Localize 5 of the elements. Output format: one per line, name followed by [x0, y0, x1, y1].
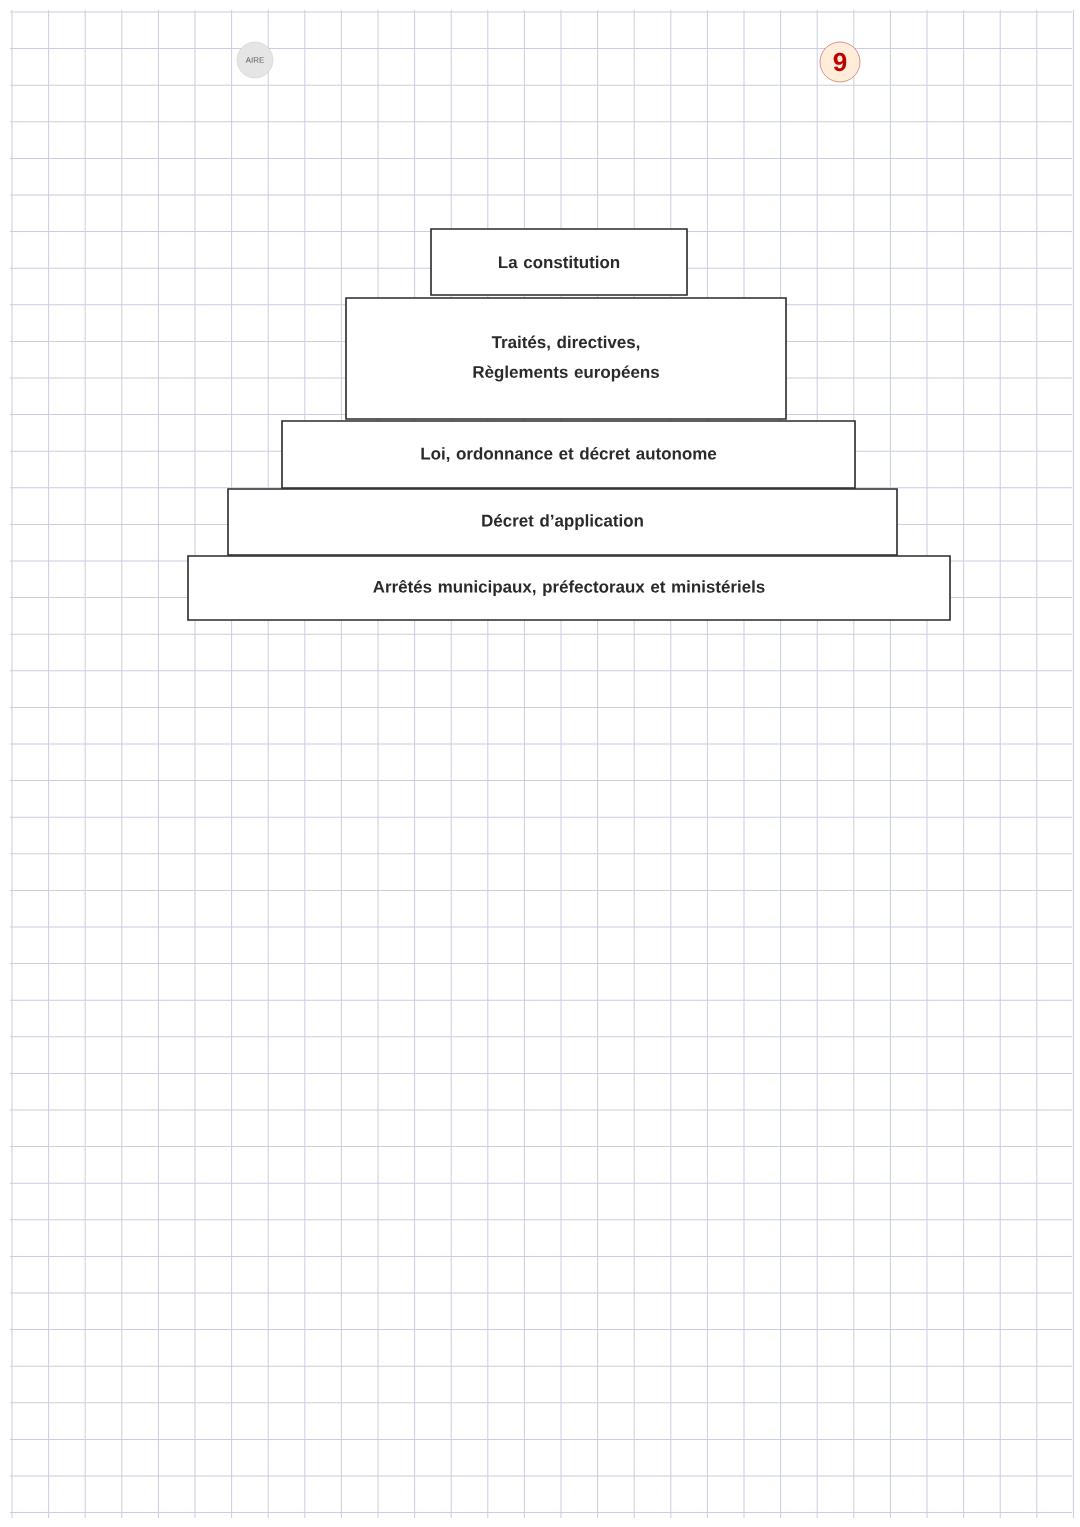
page-number: 9 — [819, 41, 861, 83]
hierarchy-box: Décret d’application — [227, 488, 898, 556]
hierarchy-box: Loi, ordonnance et décret autonome — [281, 420, 856, 489]
hierarchy-box: La constitution — [430, 228, 688, 296]
hierarchy-box: Arrêtés municipaux, préfectoraux et ministériels — [187, 555, 951, 621]
